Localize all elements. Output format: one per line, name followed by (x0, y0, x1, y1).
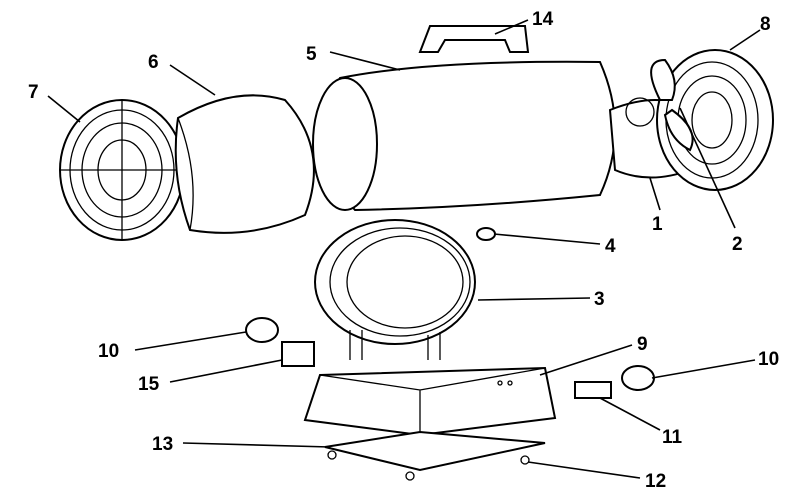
outer-shell (312, 60, 616, 212)
thermostat-bulb (476, 227, 496, 241)
callout-13: 13 (152, 434, 173, 455)
rear-shroud (174, 94, 315, 234)
callout-11: 11 (662, 427, 683, 448)
callout-1: 1 (652, 214, 663, 235)
callout-14: 14 (532, 9, 554, 30)
leader-lines (47, 19, 761, 479)
callout-7: 7 (28, 82, 39, 103)
base-plate (324, 430, 546, 481)
knob-right (621, 365, 655, 391)
callout-12: 12 (645, 471, 666, 492)
base-housing (303, 366, 557, 437)
callout-5: 5 (306, 44, 317, 65)
callout-10-right: 10 (758, 349, 779, 370)
handle (418, 25, 530, 53)
callout-15: 15 (138, 374, 160, 395)
callout-6: 6 (148, 52, 159, 73)
heating-element (314, 219, 476, 360)
callout-3: 3 (594, 289, 605, 310)
callout-4: 4 (605, 236, 616, 257)
callout-10-left: 10 (98, 341, 119, 362)
thermostat (574, 381, 612, 399)
knob-left (245, 317, 279, 343)
callout-8: 8 (760, 14, 771, 35)
switch (281, 341, 315, 367)
fan-blade (650, 58, 694, 152)
callout-2: 2 (732, 234, 743, 255)
callout-9: 9 (637, 334, 648, 355)
